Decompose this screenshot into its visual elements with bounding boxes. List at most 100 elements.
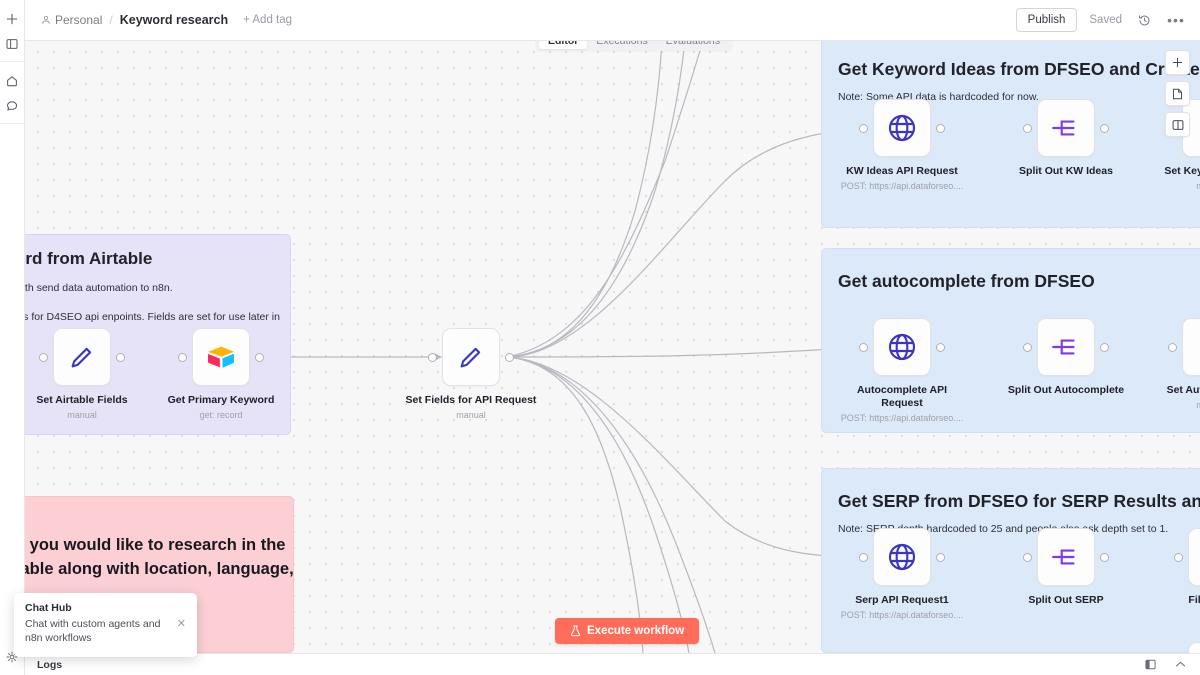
- execute-workflow-button[interactable]: Execute workflow: [555, 618, 700, 644]
- node-output-port[interactable]: [1100, 124, 1109, 133]
- more-options-button[interactable]: •••: [1166, 10, 1186, 30]
- close-icon[interactable]: ✕: [176, 618, 186, 630]
- node-input-port[interactable]: [859, 553, 868, 562]
- sticky-research-line1: d you would like to research in the: [25, 536, 286, 554]
- panel-icon: [6, 38, 18, 49]
- node-partial-bottom[interactable]: [1188, 642, 1200, 653]
- node-input-port[interactable]: [178, 353, 187, 362]
- node-output-port[interactable]: [936, 124, 945, 133]
- node-set-fields-for-api-request[interactable]: Set Fields for API Request manual: [406, 328, 536, 420]
- node-input-port[interactable]: [1023, 124, 1032, 133]
- node-set-keyword-ideas-label: Set Keyword Ideas: [1164, 165, 1200, 177]
- node-get-primary-keyword[interactable]: Get Primary Keyword get: record: [168, 328, 274, 420]
- node-input-port[interactable]: [1023, 343, 1032, 352]
- plus-icon: [6, 13, 18, 24]
- node-split-out-autocomplete-box[interactable]: [1023, 318, 1109, 376]
- chat-button[interactable]: [3, 96, 22, 115]
- chat-hub-body: Chat with custom agents and n8n workflow…: [25, 618, 186, 646]
- node-kw-ideas-api-request-box[interactable]: [859, 99, 945, 157]
- node-split-out-autocomplete[interactable]: Split Out Autocomplete: [1008, 318, 1124, 397]
- node-kw-ideas-api-request[interactable]: KW Ideas API Request POST: https://api.d…: [841, 99, 963, 191]
- expand-logs-button[interactable]: [1170, 655, 1190, 675]
- node-set-autocomplete-sub: manual: [1196, 400, 1200, 411]
- node-split-out-autocomplete-label: Split Out Autocomplete: [1007, 384, 1125, 396]
- node-get-primary-keyword-label: Get Primary Keyword: [167, 394, 275, 406]
- workflow-canvas[interactable]: ord from Airtable with send data automat…: [25, 41, 1200, 653]
- node-input-port[interactable]: [1168, 343, 1177, 352]
- workflow-title[interactable]: Keyword research: [119, 13, 229, 27]
- person-icon: [42, 15, 50, 24]
- node-input-port[interactable]: [39, 353, 48, 362]
- home-button[interactable]: [3, 71, 22, 90]
- node-autocomplete-api-request-label: Autocomplete API Request: [856, 384, 948, 410]
- node-output-port[interactable]: [936, 553, 945, 562]
- breadcrumb-project[interactable]: Personal: [41, 13, 102, 27]
- node-autocomplete-api-request-box[interactable]: [859, 318, 945, 376]
- node-set-autocomplete[interactable]: Set Autocomplete manual: [1167, 318, 1200, 410]
- node-serp-api-request1[interactable]: Serp API Request1 POST: https://api.data…: [841, 528, 963, 620]
- node-input-port[interactable]: [428, 353, 437, 362]
- toggle-sidebar-button[interactable]: [3, 34, 22, 53]
- topbar-actions: Publish Saved •••: [1015, 8, 1186, 32]
- rail-group-nav: [0, 62, 24, 124]
- globe-icon: [888, 114, 916, 142]
- add-sticky-note-button[interactable]: [1165, 81, 1190, 106]
- node-output-port[interactable]: [505, 353, 514, 362]
- bottom-bar-actions: [1140, 655, 1190, 675]
- node-output-port[interactable]: [936, 343, 945, 352]
- saved-status: Saved: [1089, 14, 1122, 26]
- panel-toggle-button[interactable]: [1140, 655, 1160, 675]
- node-get-primary-keyword-sub: get: record: [199, 410, 243, 421]
- node-output-port[interactable]: [116, 353, 125, 362]
- node-partial-bottom-box[interactable]: [1188, 642, 1200, 653]
- canvas-toolbar: [1165, 50, 1190, 137]
- node-split-out-kw-ideas-box[interactable]: [1023, 99, 1109, 157]
- globe-icon: [888, 333, 916, 361]
- node-split-out-serp[interactable]: Split Out SERP: [1023, 528, 1109, 607]
- node-input-port[interactable]: [1174, 553, 1183, 562]
- chat-hub-title: Chat Hub: [25, 602, 72, 614]
- split-out-icon: [1052, 120, 1075, 136]
- node-input-port[interactable]: [1023, 553, 1032, 562]
- node-kw-ideas-api-request-label: KW Ideas API Request: [846, 165, 958, 177]
- breadcrumb-separator: /: [109, 13, 113, 27]
- logs-button[interactable]: Logs: [37, 658, 63, 671]
- node-filter-serp-box[interactable]: [1174, 528, 1200, 586]
- add-button[interactable]: [3, 9, 22, 28]
- node-serp-api-request1-box[interactable]: [859, 528, 945, 586]
- node-set-airtable-fields[interactable]: Set Airtable Fields manual: [36, 328, 128, 420]
- note-icon: [1172, 88, 1183, 99]
- panel-icon: [1172, 119, 1183, 130]
- node-split-out-kw-ideas-label: Split Out KW Ideas: [1019, 165, 1113, 177]
- node-set-airtable-fields-label: Set Airtable Fields: [36, 394, 128, 406]
- chevron-up-icon: [1175, 661, 1185, 667]
- node-split-out-kw-ideas[interactable]: Split Out KW Ideas: [1019, 99, 1113, 178]
- node-set-airtable-fields-box[interactable]: [39, 328, 125, 386]
- publish-button[interactable]: Publish: [1015, 8, 1078, 32]
- node-filter-serp[interactable]: Filter SERP: [1174, 528, 1200, 607]
- node-set-airtable-fields-sub: manual: [67, 410, 97, 421]
- more-dots-icon: •••: [1167, 12, 1185, 28]
- node-autocomplete-api-request[interactable]: Autocomplete API Request POST: https://a…: [841, 318, 963, 423]
- home-icon: [7, 75, 17, 86]
- airtable-icon: [208, 346, 235, 368]
- node-get-primary-keyword-box[interactable]: [178, 328, 264, 386]
- toggle-panel-button[interactable]: [1165, 112, 1190, 137]
- node-split-out-serp-box[interactable]: [1023, 528, 1109, 586]
- sticky-research-line2: table along with location, language,: [25, 559, 294, 578]
- node-input-port[interactable]: [859, 124, 868, 133]
- history-button[interactable]: [1134, 10, 1154, 30]
- node-set-autocomplete-box[interactable]: [1168, 318, 1200, 376]
- node-set-fields-for-api-request-box[interactable]: [428, 328, 514, 386]
- add-tag-button[interactable]: + Add tag: [243, 14, 293, 26]
- sticky-autocomplete-title: Get autocomplete from DFSEO: [838, 271, 1095, 291]
- node-input-port[interactable]: [859, 343, 868, 352]
- node-set-fields-for-api-request-sub: manual: [456, 410, 486, 421]
- node-serp-api-request1-sub: POST: https://api.dataforseo....: [840, 610, 964, 621]
- node-output-port[interactable]: [1100, 553, 1109, 562]
- node-output-port[interactable]: [255, 353, 264, 362]
- node-output-port[interactable]: [1100, 343, 1109, 352]
- sticky-airtable-line1: with send data automation to n8n.: [25, 282, 173, 295]
- add-node-button[interactable]: [1165, 50, 1190, 75]
- chat-hub-popover[interactable]: Chat Hub Chat with custom agents and n8n…: [14, 593, 197, 657]
